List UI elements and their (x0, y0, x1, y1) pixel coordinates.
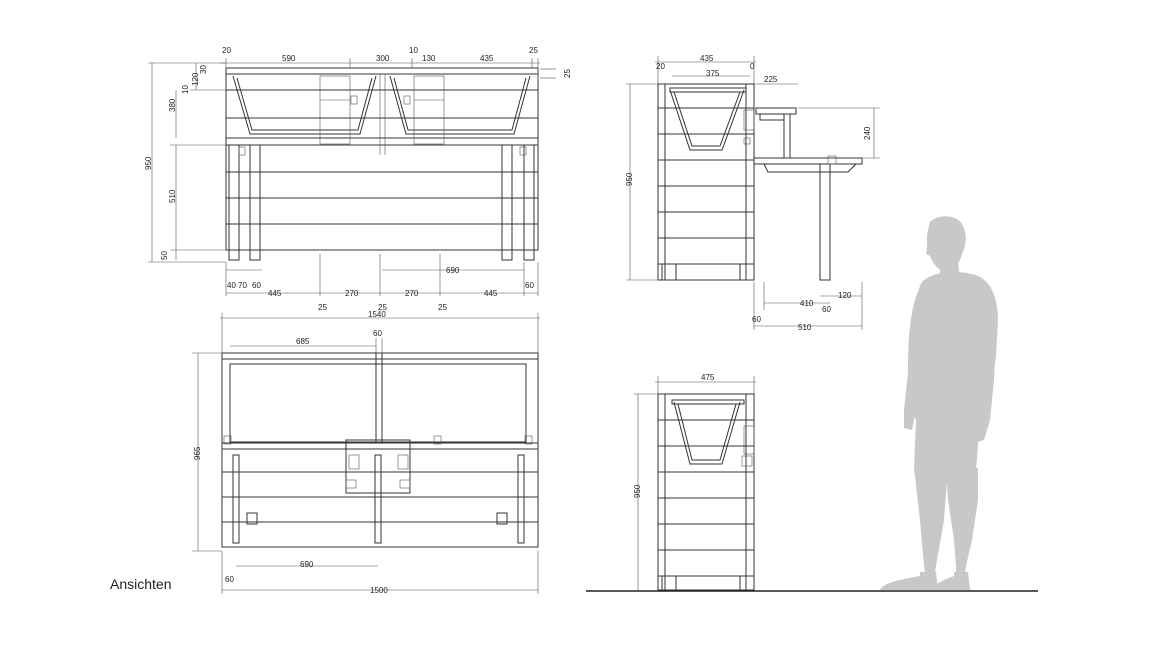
caption: Ansichten (110, 576, 172, 592)
plan-dim-690: 690 (300, 560, 314, 569)
front-left-dim: 30 (199, 65, 208, 74)
side-top-dim: 375 (706, 69, 720, 78)
side-top-dim: 0 (750, 62, 755, 71)
front-bottom-dim: 270 (405, 289, 419, 298)
plan-top-dim: 25 (318, 303, 327, 312)
front-dim-60: 60 (525, 281, 534, 290)
plan-view: 25 25 25 1540 60 685 965 690 60 1500 (192, 303, 540, 595)
front-top-dim: 25 (529, 46, 538, 55)
front-bottom-small: 40 (227, 281, 236, 290)
front-left-dim: 510 (168, 189, 177, 203)
front-top-dim: 435 (480, 54, 494, 63)
side-bottom-dim: 60 (822, 305, 831, 314)
plan-dim-60b: 60 (225, 575, 234, 584)
front-top-dim: 20 (222, 46, 231, 55)
front-top-dim: 130 (422, 54, 436, 63)
front-bottom-dim: 445 (484, 289, 498, 298)
side-bottom-dim: 120 (838, 291, 852, 300)
front-left-dim: 10 (181, 85, 190, 94)
side2-height: 950 (633, 484, 642, 498)
plan-width-top: 1540 (368, 310, 386, 319)
side-view-2: 475 950 (633, 373, 756, 591)
front-bottom-small: 60 (252, 281, 261, 290)
side-right-dim: 240 (863, 126, 872, 140)
front-bottom-dim: 445 (268, 289, 282, 298)
side-bottom-dim: 60 (752, 315, 761, 324)
plan-height: 965 (193, 446, 202, 460)
front-view: 20 590 300 10 130 435 25 25 30 120 10 38… (144, 46, 572, 298)
front-top-dim: 300 (376, 54, 390, 63)
front-right-dim: 25 (563, 69, 572, 78)
front-dim-690: 690 (446, 266, 460, 275)
front-left-dim: 950 (144, 156, 153, 170)
plan-top-dim: 25 (438, 303, 447, 312)
side-top-dim: 435 (700, 54, 714, 63)
front-top-dim: 590 (282, 54, 296, 63)
side-top-dim: 20 (656, 62, 665, 71)
plan-dim-60: 60 (373, 329, 382, 338)
side-bottom-dim: 410 (800, 299, 814, 308)
plan-width-bottom: 1500 (370, 586, 388, 595)
side-bottom-dim: 510 (798, 323, 812, 332)
side-view: 435 20 375 0 225 950 240 410 120 60 60 5… (625, 54, 880, 332)
side2-width: 475 (701, 373, 715, 382)
side-top-dim: 225 (764, 75, 778, 84)
front-bottom-dim: 270 (345, 289, 359, 298)
front-left-dim: 50 (160, 251, 169, 260)
side-height: 950 (625, 172, 634, 186)
front-top-dim: 10 (409, 46, 418, 55)
human-figure-silhouette (880, 216, 998, 590)
plan-top-dim: 25 (378, 303, 387, 312)
front-left-dim: 380 (168, 98, 177, 112)
front-bottom-small: 70 (238, 281, 247, 290)
plan-dim-685: 685 (296, 337, 310, 346)
front-left-dim: 120 (191, 72, 200, 86)
